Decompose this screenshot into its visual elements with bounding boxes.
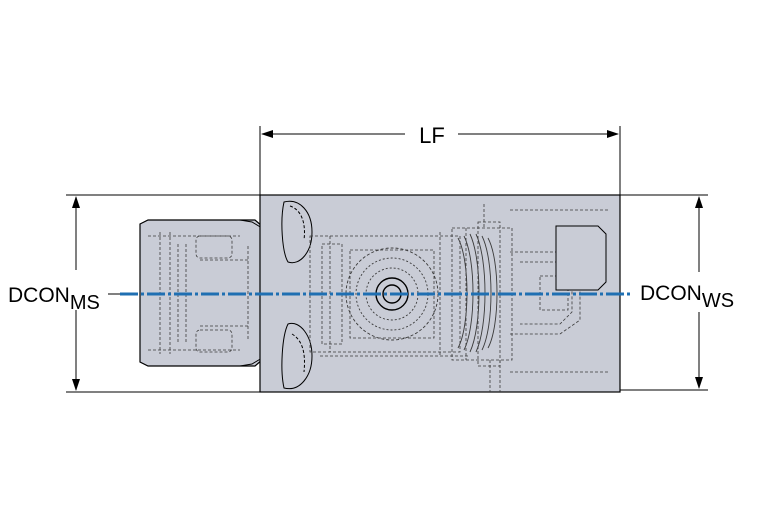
dcon-ws-label-subscript: WS [702,290,734,312]
side-tab [555,225,607,291]
coupling-ring-bottom [281,322,313,390]
dimension-dcon-ms: DCONMS [8,194,260,393]
lf-arrowhead-left [261,130,273,138]
dcon-ms-arrowhead-bottom [72,379,80,391]
coupling-ring-top [281,200,313,264]
dimension-lf: LF [259,123,621,196]
dcon-ws-arrowhead-bottom [695,377,703,389]
dcon-ws-label-main: DCON [640,282,702,305]
dcon-ms-label-main: DCON [8,284,70,307]
dcon-ws-arrowhead-top [695,196,703,208]
lf-label: LF [419,123,445,148]
dimension-dcon-ws: DCONWS [620,194,734,391]
dcon-ws-label: DCONWS [640,282,734,312]
dcon-ms-label-subscript: MS [70,292,100,314]
lf-arrowhead-right [607,130,619,138]
dcon-ms-label: DCONMS [8,284,100,314]
dcon-ms-arrowhead-top [72,196,80,208]
